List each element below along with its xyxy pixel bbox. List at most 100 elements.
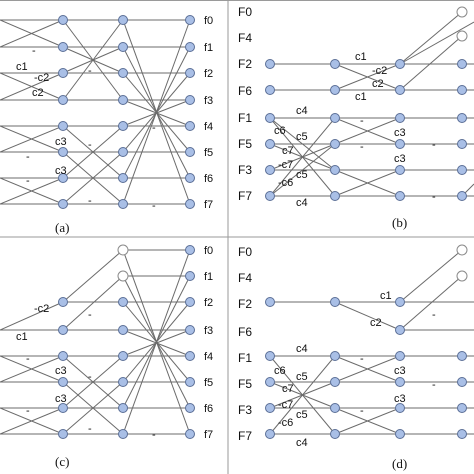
input-label: F1 bbox=[238, 351, 252, 365]
minus-label: - bbox=[26, 353, 30, 365]
minus-label: - bbox=[26, 151, 30, 163]
coefficient-label: c3 bbox=[394, 393, 406, 405]
output-label: f7 bbox=[204, 429, 213, 441]
panel-a-edges bbox=[0, 19, 191, 205]
output-label: f7 bbox=[204, 199, 213, 211]
coefficient-label: c3 bbox=[394, 127, 406, 139]
coefficient-label: c5 bbox=[296, 409, 308, 421]
coefficient-label: c4 bbox=[296, 105, 308, 117]
coefficient-label: c3 bbox=[55, 365, 67, 377]
minus-label: - bbox=[32, 45, 36, 57]
coefficient-label: c5 bbox=[296, 371, 308, 383]
panel-a: f0 f1 f2 f3 f4 f5 f6 f7 c1 -c2 c2 c3 c3 … bbox=[0, 15, 213, 235]
coefficient-label: -c2 bbox=[34, 72, 49, 84]
coefficient-label: c2 bbox=[32, 87, 44, 99]
coefficient-label: c6 bbox=[274, 125, 286, 137]
coefficient-label: c6 bbox=[274, 365, 286, 377]
coefficient-label: c1 bbox=[16, 331, 28, 343]
panel-d-nodes bbox=[265, 244, 468, 439]
minus-label: - bbox=[88, 65, 92, 77]
panel-c-coefficients: -c2 c1 c3 c3 - - - - - - bbox=[16, 303, 156, 441]
coefficient-label: c7 bbox=[282, 383, 294, 395]
minus-label: - bbox=[88, 195, 92, 207]
panel-c-nodes bbox=[58, 244, 195, 439]
minus-label: - bbox=[88, 139, 92, 151]
output-label: f4 bbox=[204, 121, 213, 133]
coefficient-label: -c2 bbox=[34, 303, 49, 315]
output-label: f1 bbox=[204, 271, 213, 283]
input-label: F5 bbox=[238, 137, 252, 151]
output-label: f0 bbox=[204, 245, 213, 257]
panel-caption: (c) bbox=[55, 454, 69, 469]
input-label: F6 bbox=[238, 325, 252, 339]
minus-label: - bbox=[432, 379, 436, 391]
coefficient-label: c5 bbox=[296, 169, 308, 181]
coefficient-label: -c6 bbox=[278, 177, 293, 189]
panel-c-edges bbox=[0, 249, 191, 435]
coefficient-label: c1 bbox=[355, 51, 367, 63]
coefficient-label: c3 bbox=[394, 153, 406, 165]
panel-b-nodes bbox=[265, 6, 468, 201]
coefficient-label: c3 bbox=[55, 393, 67, 405]
coefficient-label: c1 bbox=[380, 290, 392, 302]
input-label: F2 bbox=[238, 57, 252, 71]
panel-b: F0 F4 F2 F6 F1 F5 F3 F7 c1 -c2 c2 c1 c4 … bbox=[238, 5, 474, 230]
panel-d-coefficients: c1 c2 c4 c6 c7 c5 -c7 -c6 c5 c4 c3 c3 - … bbox=[274, 290, 436, 449]
output-label: f6 bbox=[204, 403, 213, 415]
output-label: f2 bbox=[204, 297, 213, 309]
minus-label: - bbox=[152, 122, 156, 134]
input-label: F7 bbox=[238, 429, 252, 443]
minus-label: - bbox=[88, 423, 92, 435]
minus-label: - bbox=[360, 405, 364, 417]
output-label: f3 bbox=[204, 95, 213, 107]
coefficient-label: c4 bbox=[296, 437, 308, 449]
coefficient-label: -c2 bbox=[372, 65, 387, 77]
output-label: f2 bbox=[204, 68, 213, 80]
coefficient-label: c3 bbox=[55, 165, 67, 177]
minus-label: - bbox=[432, 309, 436, 321]
panel-caption: (d) bbox=[392, 456, 407, 471]
panel-a-nodes bbox=[58, 15, 195, 209]
coefficient-label: c3 bbox=[55, 136, 67, 148]
panel-b-coefficients: c1 -c2 c2 c1 c4 c6 c5 c7 -c7 -c6 c5 c4 c… bbox=[274, 51, 436, 209]
output-label: f1 bbox=[204, 42, 213, 54]
minus-label: - bbox=[152, 429, 156, 441]
output-label: f5 bbox=[204, 147, 213, 159]
minus-label: - bbox=[360, 353, 364, 365]
minus-label: - bbox=[26, 175, 30, 187]
coefficient-label: -c7 bbox=[278, 159, 293, 171]
panel-caption: (b) bbox=[392, 215, 407, 230]
coefficient-label: c2 bbox=[370, 317, 382, 329]
panel-d: F0 F4 F2 F6 F1 F5 F3 F7 c1 c2 c4 c6 c7 c… bbox=[238, 244, 474, 471]
output-label: f5 bbox=[204, 377, 213, 389]
input-label: F0 bbox=[238, 245, 252, 259]
output-label: f4 bbox=[204, 351, 213, 363]
minus-label: - bbox=[432, 139, 436, 151]
panel-c: f0 f1 f2 f3 f4 f5 f6 f7 -c2 c1 c3 c3 - -… bbox=[0, 244, 213, 469]
input-label: F6 bbox=[238, 84, 252, 98]
output-label: f6 bbox=[204, 173, 213, 185]
panel-caption: (a) bbox=[55, 220, 69, 235]
input-label: F3 bbox=[238, 403, 252, 417]
panel-d-input-labels: F0 F4 F2 F6 F1 F5 F3 F7 bbox=[238, 245, 252, 443]
input-label: F5 bbox=[238, 377, 252, 391]
minus-label: - bbox=[26, 405, 30, 417]
minus-label: - bbox=[152, 200, 156, 212]
coefficient-label: c4 bbox=[296, 343, 308, 355]
coefficient-label: c1 bbox=[16, 61, 28, 73]
panel-d-edges bbox=[269, 249, 474, 435]
panel-b-input-labels: F0 F4 F2 F6 F1 F5 F3 F7 bbox=[238, 5, 252, 203]
coefficient-label: c1 bbox=[355, 91, 367, 103]
coefficient-label: c7 bbox=[282, 145, 294, 157]
input-label: F7 bbox=[238, 189, 252, 203]
input-label: F2 bbox=[238, 297, 252, 311]
coefficient-label: -c6 bbox=[278, 417, 293, 429]
coefficient-label: c3 bbox=[394, 365, 406, 377]
input-label: F1 bbox=[238, 111, 252, 125]
minus-label: - bbox=[360, 141, 364, 153]
input-label: F4 bbox=[238, 271, 252, 285]
input-label: F3 bbox=[238, 163, 252, 177]
input-label: F0 bbox=[238, 5, 252, 19]
panel-b-edges bbox=[269, 11, 474, 197]
